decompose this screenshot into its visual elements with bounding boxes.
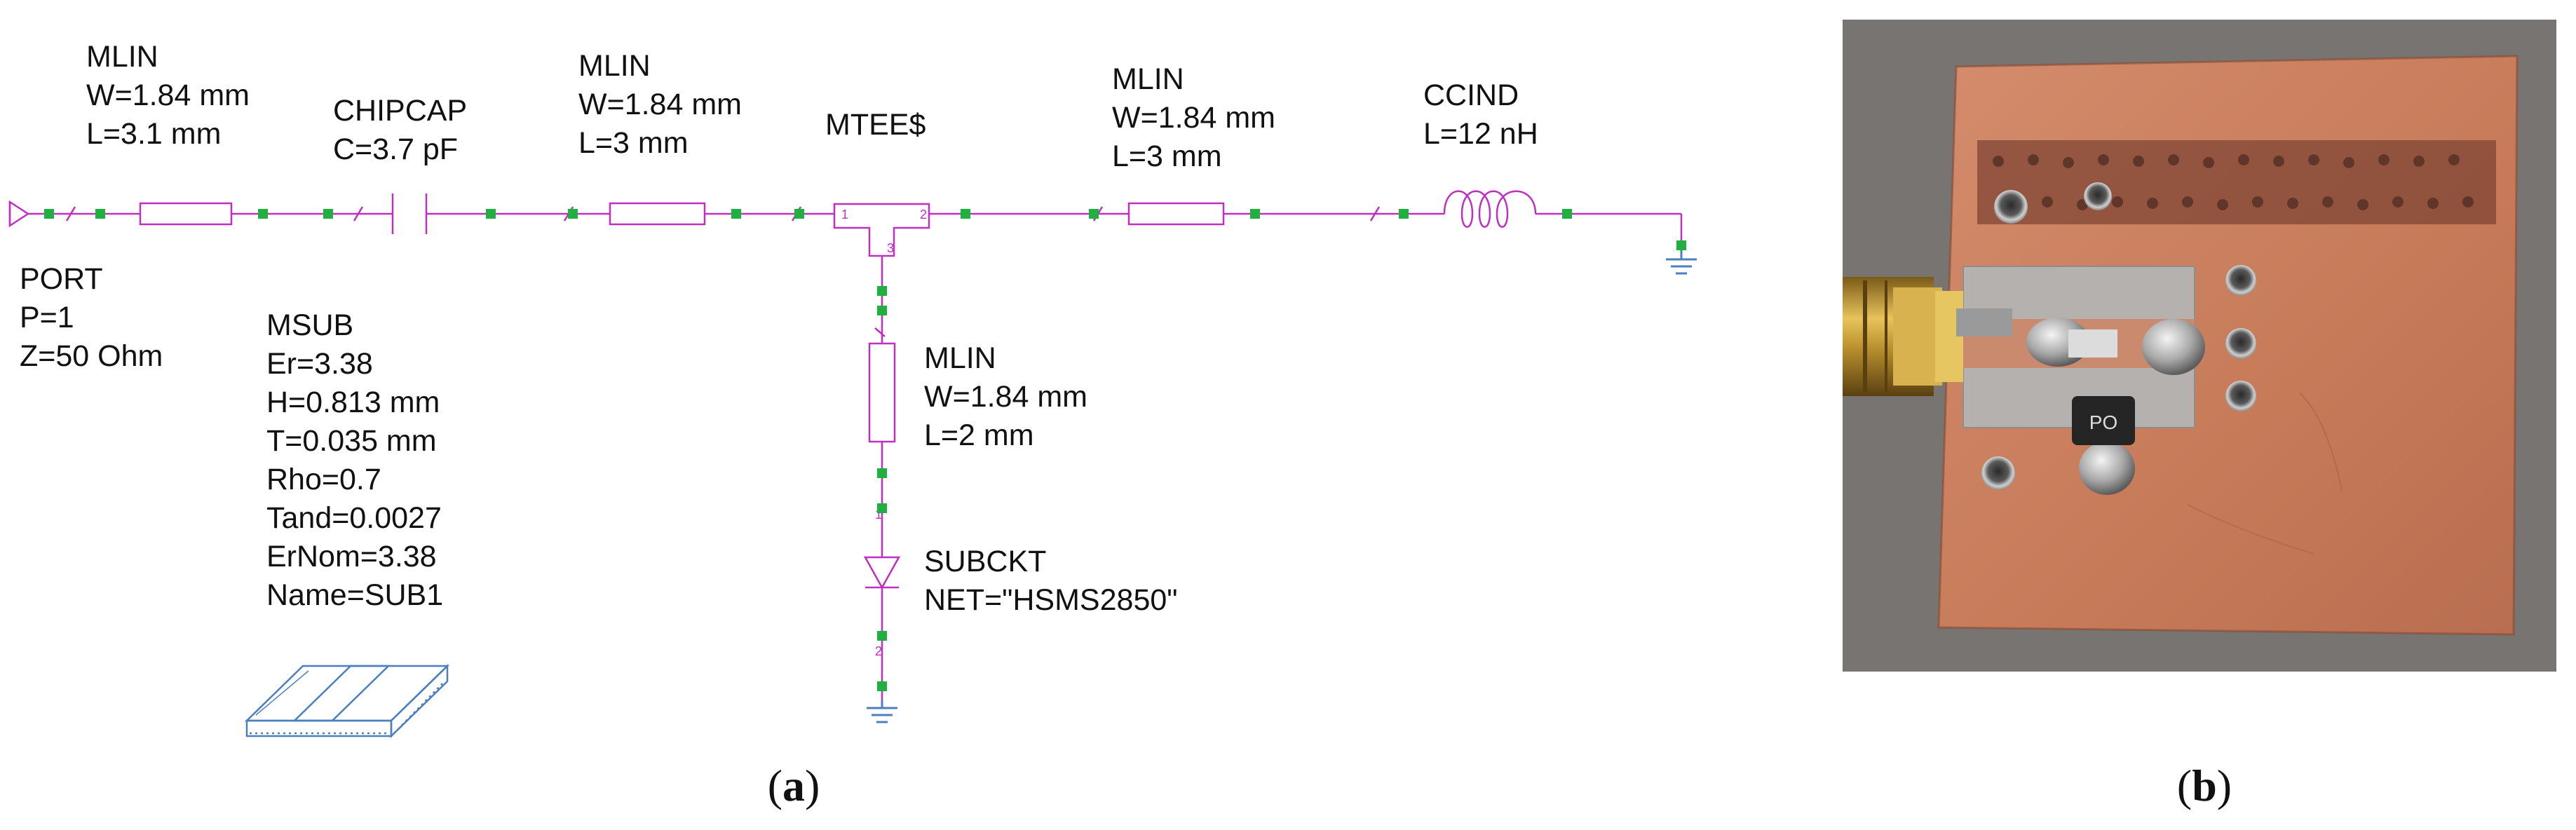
label-port: PORT P=1 Z=50 Ohm bbox=[20, 262, 163, 373]
svg-text:L=3 mm: L=3 mm bbox=[578, 126, 689, 160]
schematic: 1 2 3 1 2 bbox=[8, 40, 1697, 738]
via-hole bbox=[2225, 328, 2256, 359]
via-hole bbox=[1981, 456, 2015, 490]
node-dots bbox=[44, 209, 1686, 691]
svg-text:W=1.84 mm: W=1.84 mm bbox=[86, 79, 250, 112]
chip-marking: PO bbox=[2089, 411, 2117, 433]
port-symbol bbox=[8, 200, 30, 228]
svg-text:Name=SUB1: Name=SUB1 bbox=[266, 578, 443, 612]
label-ccind: CCIND L=12 nH bbox=[1423, 79, 1538, 151]
via-fence-dots bbox=[1993, 154, 2474, 210]
pcb-photo: PO bbox=[1843, 20, 2556, 672]
label-mlin1: MLIN W=1.84 mm L=3.1 mm bbox=[86, 40, 250, 151]
svg-text:Tand=0.0027: Tand=0.0027 bbox=[266, 501, 442, 535]
svg-text:L=2 mm: L=2 mm bbox=[924, 419, 1034, 452]
via-hole bbox=[1994, 190, 2028, 224]
svg-text:L=3 mm: L=3 mm bbox=[1112, 140, 1222, 173]
diode-package: PO bbox=[2072, 396, 2135, 445]
caption-b: (b) bbox=[2177, 761, 2232, 810]
label-mtee: MTEE$ bbox=[825, 108, 926, 142]
chipcap-symbol bbox=[391, 193, 428, 234]
mlin2-symbol bbox=[609, 202, 706, 226]
svg-text:L=12 nH: L=12 nH bbox=[1423, 117, 1538, 151]
mtee-pin2: 2 bbox=[920, 208, 927, 222]
svg-text:P=1: P=1 bbox=[20, 301, 74, 334]
pin-label-a: 1 bbox=[875, 508, 882, 522]
inductor-symbol bbox=[1443, 190, 1537, 228]
solder-joint bbox=[2142, 319, 2205, 375]
svg-text:H=0.813 mm: H=0.813 mm bbox=[266, 386, 440, 419]
chip-capacitor bbox=[2068, 329, 2117, 358]
svg-text:L=3.1 mm: L=3.1 mm bbox=[86, 117, 221, 151]
svg-text:Rho=0.7: Rho=0.7 bbox=[266, 463, 381, 496]
svg-text:W=1.84 mm: W=1.84 mm bbox=[1112, 101, 1275, 135]
diode-symbol bbox=[863, 556, 901, 590]
via-hole bbox=[2084, 182, 2112, 210]
svg-text:C=3.7 pF: C=3.7 pF bbox=[333, 132, 458, 166]
label-msub: MSUB Er=3.38 H=0.813 mm T=0.035 mm Rho=0… bbox=[266, 308, 443, 612]
svg-text:NET="HSMS2850": NET="HSMS2850" bbox=[924, 583, 1178, 617]
label-mlin2: MLIN W=1.84 mm L=3 mm bbox=[578, 49, 742, 160]
mtee-symbol: 1 2 3 bbox=[833, 203, 930, 257]
svg-text:Z=50 Ohm: Z=50 Ohm bbox=[20, 339, 163, 373]
label-mlin3: MLIN W=1.84 mm L=3 mm bbox=[1112, 62, 1275, 173]
svg-text:W=1.84 mm: W=1.84 mm bbox=[578, 88, 742, 121]
svg-text:Er=3.38: Er=3.38 bbox=[266, 347, 373, 381]
svg-text:ErNom=3.38: ErNom=3.38 bbox=[266, 540, 437, 573]
svg-text:CHIPCAP: CHIPCAP bbox=[333, 94, 467, 128]
caption-a: (a) bbox=[768, 761, 820, 810]
svg-text:MSUB: MSUB bbox=[266, 308, 353, 342]
substrate-symbol bbox=[244, 664, 450, 738]
label-mlin4: MLIN W=1.84 mm L=2 mm bbox=[924, 341, 1087, 452]
svg-text:MLIN: MLIN bbox=[578, 49, 651, 83]
label-subckt: SUBCKT NET="HSMS2850" bbox=[924, 545, 1178, 617]
mlin3-symbol bbox=[1127, 202, 1225, 226]
label-chipcap: CHIPCAP C=3.7 pF bbox=[333, 94, 467, 166]
ground-symbol-right bbox=[1666, 245, 1697, 275]
mtee-pin3: 3 bbox=[887, 241, 894, 255]
mlin4-symbol bbox=[868, 342, 896, 443]
svg-text:PORT: PORT bbox=[20, 262, 103, 296]
svg-text:CCIND: CCIND bbox=[1423, 79, 1519, 112]
pin-label-b: 2 bbox=[875, 644, 882, 658]
via-hole bbox=[2225, 381, 2256, 411]
svg-text:SUBCKT: SUBCKT bbox=[924, 545, 1046, 578]
mtee-pin1: 1 bbox=[841, 208, 848, 222]
svg-text:T=0.035 mm: T=0.035 mm bbox=[266, 424, 437, 458]
sma-connector bbox=[1843, 277, 2012, 396]
svg-text:W=1.84 mm: W=1.84 mm bbox=[924, 380, 1087, 414]
branch-wire: 1 2 bbox=[863, 256, 901, 701]
via-fence bbox=[1977, 140, 2496, 224]
ground-symbol-bottom bbox=[867, 701, 897, 723]
main-wire bbox=[28, 206, 1683, 245]
via-hole bbox=[2225, 265, 2256, 296]
svg-text:MLIN: MLIN bbox=[86, 40, 158, 74]
solder-joint bbox=[2079, 442, 2135, 495]
svg-text:MLIN: MLIN bbox=[924, 341, 996, 375]
svg-text:MLIN: MLIN bbox=[1112, 62, 1184, 96]
mlin1-symbol bbox=[139, 202, 233, 226]
